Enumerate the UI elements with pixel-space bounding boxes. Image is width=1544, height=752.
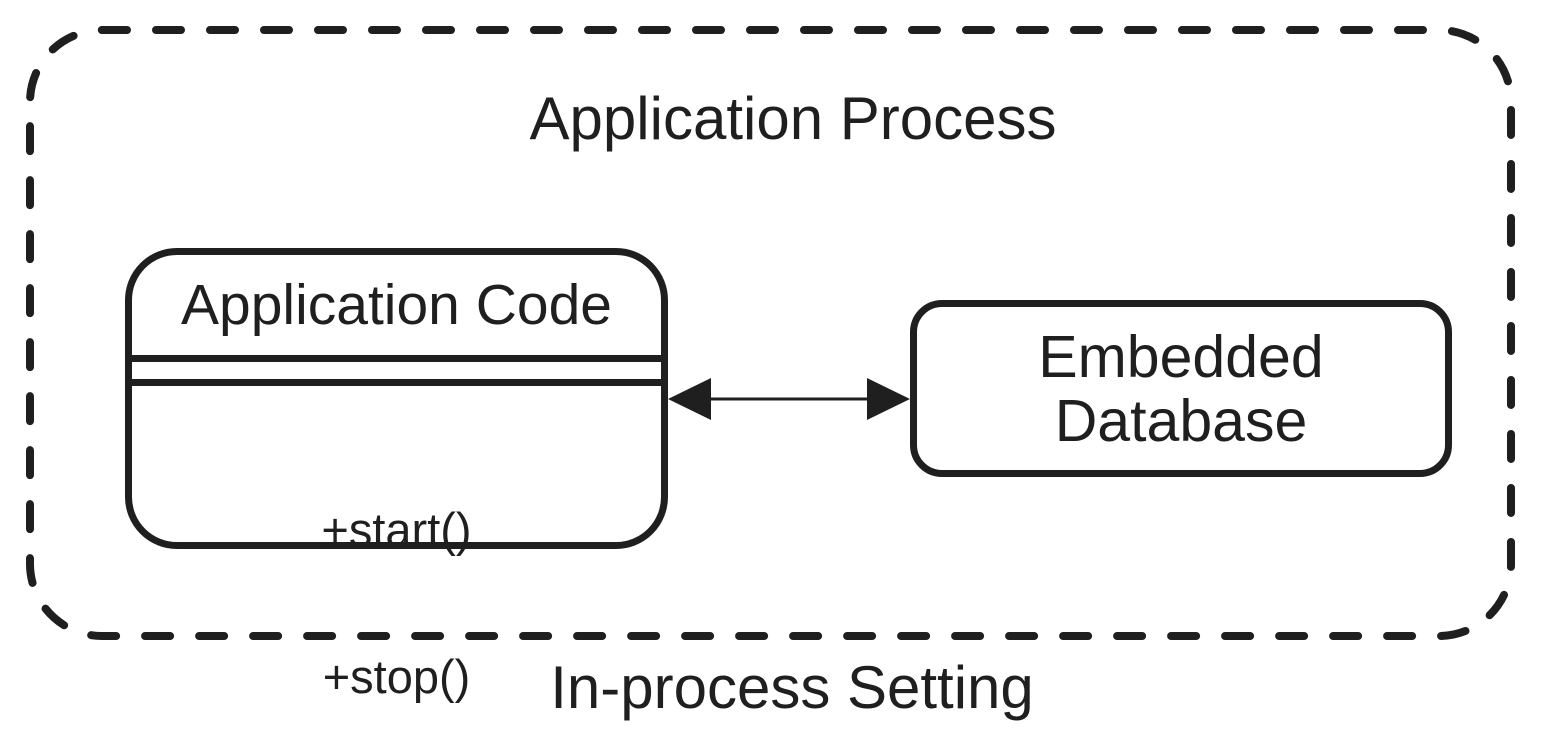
uml-separator-top bbox=[132, 355, 661, 362]
setting-caption: In-process Setting bbox=[550, 654, 1034, 721]
uml-method-stop: +stop() bbox=[322, 650, 471, 703]
arrowhead-left-icon bbox=[668, 378, 711, 420]
uml-methods-compartment: +start() +stop() bbox=[132, 407, 661, 752]
uml-separator-bottom bbox=[132, 379, 661, 386]
embedded-database-label: Embedded Database bbox=[1038, 323, 1324, 454]
embedded-database-box: Embedded Database bbox=[910, 300, 1452, 477]
process-boundary-dashed-border bbox=[26, 26, 1515, 640]
application-code-title: Application Code bbox=[181, 273, 612, 337]
process-title: Application Process bbox=[529, 85, 1057, 152]
bidirectional-arrow bbox=[668, 378, 910, 420]
uml-method-start: +start() bbox=[321, 503, 472, 556]
application-code-box: Application Code +start() +stop() bbox=[125, 248, 668, 701]
arrowhead-right-icon bbox=[867, 378, 910, 420]
